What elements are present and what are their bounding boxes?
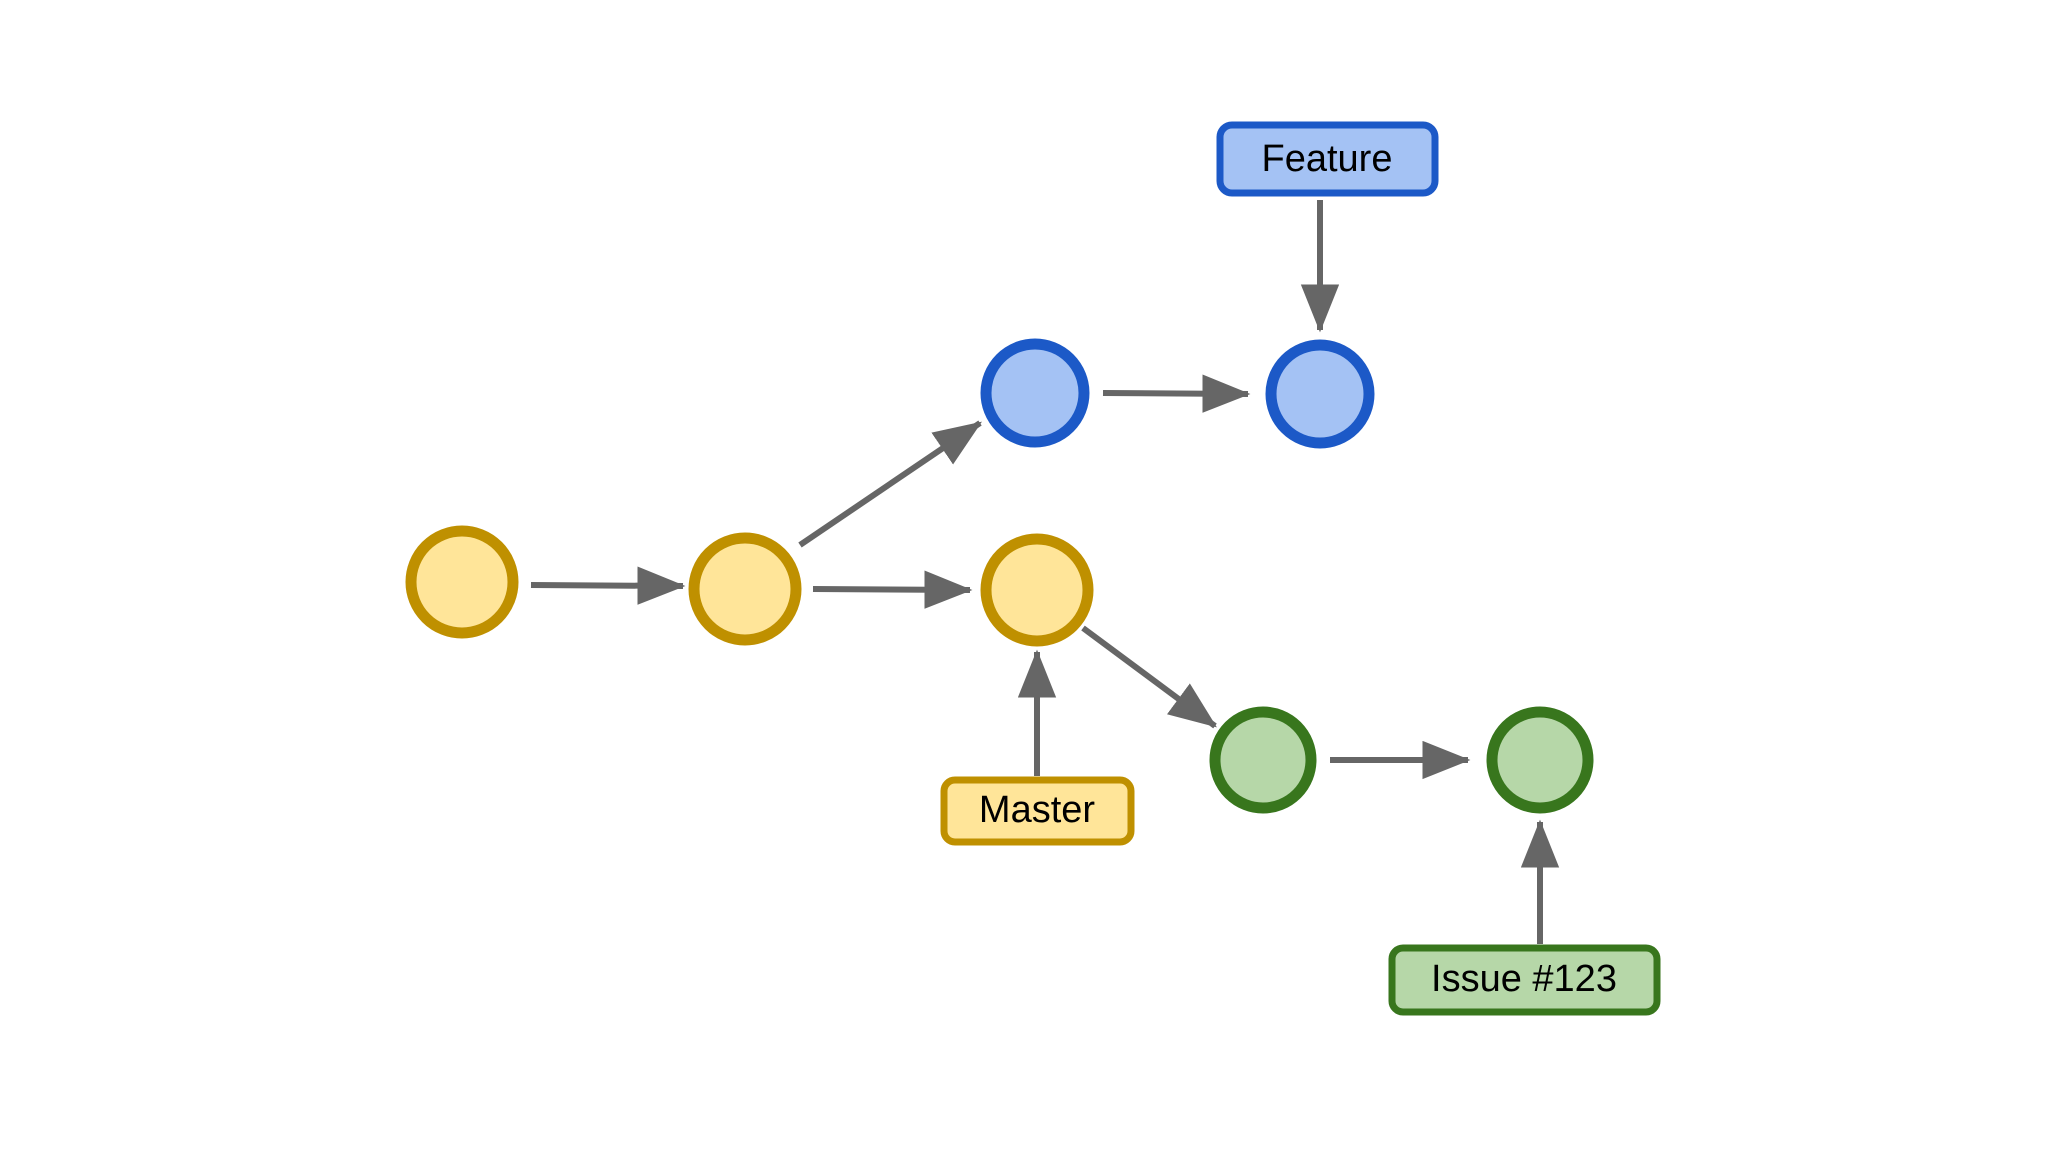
branch-label-master-text: Master [979, 789, 1095, 831]
commit-node-master-3[interactable] [980, 533, 1094, 647]
branch-label-feature-text: Feature [1262, 138, 1393, 180]
commit-node-issue-1[interactable] [1209, 706, 1317, 814]
edge-f1-f2 [1102, 374, 1251, 413]
edge-m2-f1 [798, 420, 982, 548]
edge-m3-i1 [1081, 625, 1217, 729]
branch-label-master[interactable]: Master [940, 776, 1135, 846]
edge-layer [530, 200, 1560, 944]
commit-node-issue-2[interactable] [1486, 706, 1594, 814]
edge-m1-m2 [530, 566, 686, 605]
commit-node-feature-2[interactable] [1265, 339, 1375, 449]
commit-node-master-2[interactable] [688, 532, 802, 646]
branch-label-issue[interactable]: Issue #123 [1388, 944, 1661, 1016]
branch-label-layer: Feature Master Issue #123 [940, 121, 1661, 1016]
branch-label-feature-box [1216, 121, 1439, 197]
commit-node-feature-1[interactable] [980, 338, 1090, 448]
branch-label-master-box [940, 776, 1135, 846]
commit-node-master-1[interactable] [405, 525, 519, 639]
branch-label-issue-text: Issue #123 [1431, 958, 1617, 1000]
branch-label-issue-box [1388, 944, 1661, 1016]
branch-label-feature[interactable]: Feature [1216, 121, 1439, 197]
edge-m2-m3 [812, 570, 973, 609]
commit-node-layer [405, 338, 1594, 814]
